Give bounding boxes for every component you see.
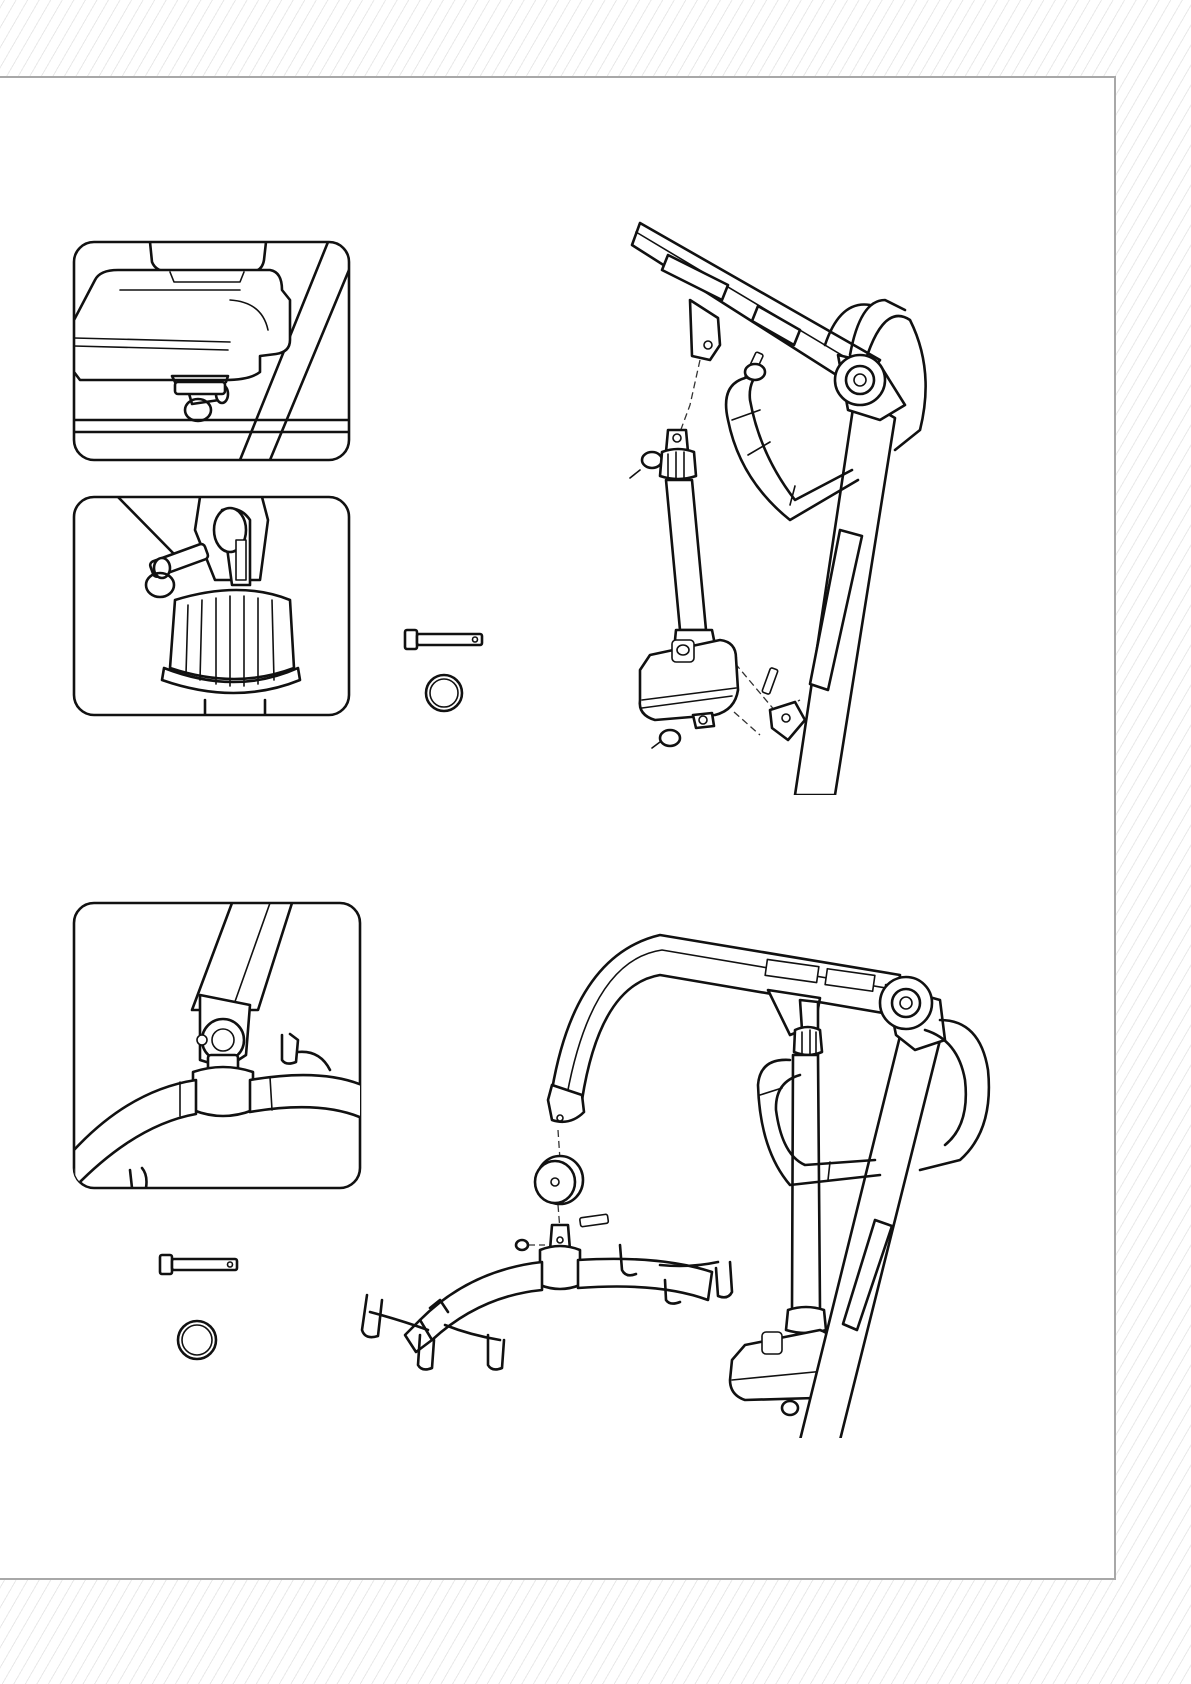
spreader-bar-to-boom-assembly [362,935,989,1440]
step2-split-ring-icon [178,1321,216,1359]
step1-clevis-pin-icon [405,630,482,649]
step2-clevis-pin-icon [160,1255,237,1274]
step1-split-ring-icon [426,675,462,711]
detail-upper-actuator-clevis [74,497,349,715]
detail-boom-to-spreader-pin [74,903,362,1188]
actuator-to-boom-assembly [630,223,926,795]
detail-lower-actuator-pin [74,242,349,460]
